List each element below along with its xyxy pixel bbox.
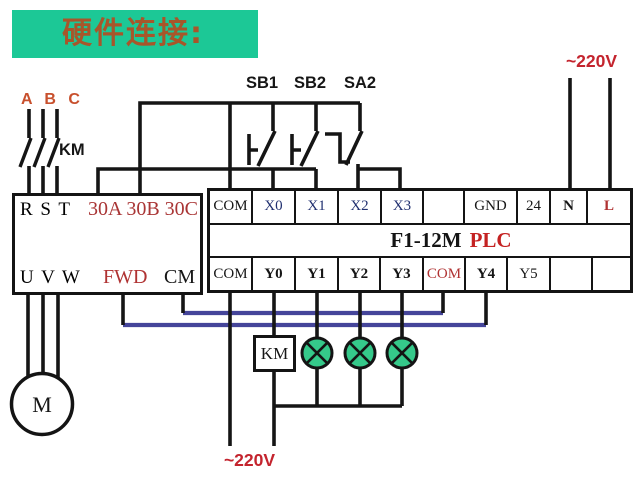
terminal-y4: Y4	[466, 258, 508, 291]
inverter-cm-terminal: CM	[164, 266, 196, 288]
inverter-box: R S T 30A 30B 30C U V W FWD CM	[12, 193, 203, 295]
plc-name: F1-12M PLC	[210, 225, 630, 257]
indicator-lamps	[300, 336, 419, 370]
terminal-y3: Y3	[381, 258, 424, 291]
terminal-x3: X3	[382, 191, 424, 223]
sb2-label: SB2	[293, 74, 327, 92]
sa2-x2-x3-wires	[356, 164, 402, 188]
terminal-gnd: GND	[465, 191, 518, 223]
terminal-com-out-2: COM	[424, 258, 466, 291]
inverter-fwd-terminal: FWD	[103, 266, 148, 288]
control-wires-blue	[123, 310, 486, 328]
terminal-y2: Y2	[339, 258, 381, 291]
terminal-24v: 24	[518, 191, 551, 223]
km-coil-label: KM	[260, 343, 289, 363]
terminal-n: N	[551, 191, 588, 223]
terminal-y1: Y1	[296, 258, 339, 291]
power-wires-black	[18, 78, 612, 446]
motor-label: M	[32, 392, 52, 417]
lamp-y1	[300, 336, 334, 370]
relay-30b-bus-wire	[138, 101, 360, 195]
terminal-blank-3	[593, 258, 630, 290]
terminal-com-out: COM	[210, 258, 253, 291]
terminal-x2: X2	[339, 191, 382, 223]
terminal-x1: X1	[296, 191, 339, 223]
phase-labels: A B C	[21, 91, 84, 108]
plc-model: F1-12M	[390, 228, 462, 252]
ac-supply-top-label: ~220V	[565, 51, 618, 71]
motor-circle	[9, 371, 75, 437]
terminal-y5: Y5	[508, 258, 551, 291]
km-contact-label: KM	[59, 141, 85, 159]
motor-wires	[26, 295, 60, 380]
lamp-branch-wires	[315, 293, 404, 406]
terminal-y0: Y0	[253, 258, 296, 291]
plc-type: PLC	[469, 228, 512, 252]
plc-name-row: F1-12M PLC	[210, 225, 630, 259]
relay-30a-common-wire	[96, 167, 316, 195]
page-title: 硬件连接:	[62, 16, 204, 51]
terminal-blank-1	[424, 191, 465, 223]
plc-input-terminal-row: COM X0 X1 X2 X3 GND 24 N L	[210, 191, 630, 225]
lamp-y2	[343, 336, 377, 370]
plc-terminal-block: COM X0 X1 X2 X3 GND 24 N L F1-12M PLC CO…	[207, 188, 633, 293]
inverter-rst-terminals: R S T	[20, 199, 71, 220]
lamp-y3	[385, 336, 419, 370]
sb1-label: SB1	[245, 74, 279, 92]
terminal-blank-2	[551, 258, 593, 291]
plc-output-terminal-row: COM Y0 Y1 Y2 Y3 COM Y4 Y5	[210, 258, 630, 291]
sb1-switch-symbol	[247, 103, 277, 167]
km-coil-box: KM	[253, 335, 296, 372]
ac-supply-bottom-label: ~220V	[223, 450, 276, 470]
terminal-com-in: COM	[210, 191, 253, 223]
sb2-switch-symbol	[290, 103, 320, 167]
terminal-x0: X0	[253, 191, 296, 223]
inverter-relay-terminals: 30A 30B 30C	[88, 198, 199, 220]
sa2-switch-symbol	[325, 103, 364, 166]
title-banner: 硬件连接:	[12, 10, 258, 58]
km-contact-blades	[18, 137, 61, 168]
terminal-l: L	[603, 198, 614, 215]
phase-wires	[27, 109, 59, 195]
inverter-uvw-terminals: U V W	[20, 267, 80, 288]
sa2-label: SA2	[343, 74, 377, 92]
